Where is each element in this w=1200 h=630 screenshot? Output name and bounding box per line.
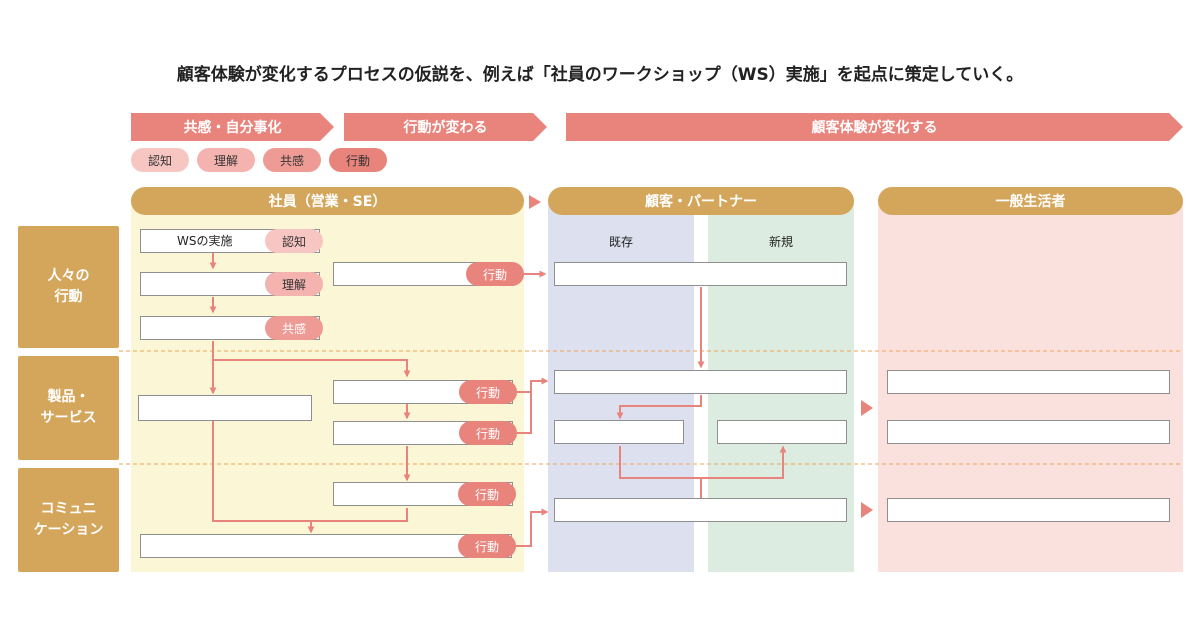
consumer-box — [887, 498, 1170, 522]
consumer-box — [887, 370, 1170, 394]
step-box — [140, 534, 512, 558]
empathy-tag: 共感 — [265, 316, 323, 340]
consumer-box — [887, 420, 1170, 444]
flow-arrow — [861, 400, 873, 416]
action-tag: 行動 — [459, 380, 517, 404]
legend-awareness: 認知 — [131, 148, 189, 172]
subheader-existing: 既存 — [608, 235, 633, 249]
flow-arrow — [529, 195, 541, 209]
phase-empathy: 共感・自分事化 — [131, 113, 334, 141]
customer-new-box — [717, 420, 847, 444]
understanding-tag: 理解 — [265, 272, 323, 296]
customer-box — [554, 262, 847, 286]
action-tag: 行動 — [459, 421, 517, 445]
row-label-communication: コミュニ ケーション — [18, 468, 119, 572]
header-employees: 社員（営業・SE） — [131, 187, 524, 215]
awareness-tag: 認知 — [265, 229, 323, 253]
legend-action: 行動 — [329, 148, 387, 172]
customer-box — [554, 370, 847, 394]
legend-empathy: 共感 — [263, 148, 321, 172]
subheader-new: 新規 — [768, 235, 793, 249]
legend-understanding: 理解 — [197, 148, 255, 172]
header-consumers: 一般生活者 — [878, 187, 1183, 215]
step-box — [138, 395, 312, 421]
ws-start-label: WSの実施 — [177, 234, 233, 248]
action-tag: 行動 — [458, 534, 516, 558]
row-label-people-action: 人々の 行動 — [18, 226, 119, 348]
header-customers: 顧客・パートナー — [548, 187, 854, 215]
page-title: 顧客体験が変化するプロセスの仮説を、例えば「社員のワークショップ（WS）実施」を… — [176, 65, 1024, 85]
flow-arrow — [861, 502, 873, 518]
phase-action-change: 行動が変わる — [344, 113, 547, 141]
row-label-products: 製品・ サービス — [18, 356, 119, 460]
customer-box — [554, 498, 847, 522]
phase-cx-change: 顧客体験が変化する — [566, 113, 1183, 141]
action-tag: 行動 — [458, 482, 516, 506]
action-tag: 行動 — [466, 262, 524, 286]
customer-existing-box — [554, 420, 684, 444]
